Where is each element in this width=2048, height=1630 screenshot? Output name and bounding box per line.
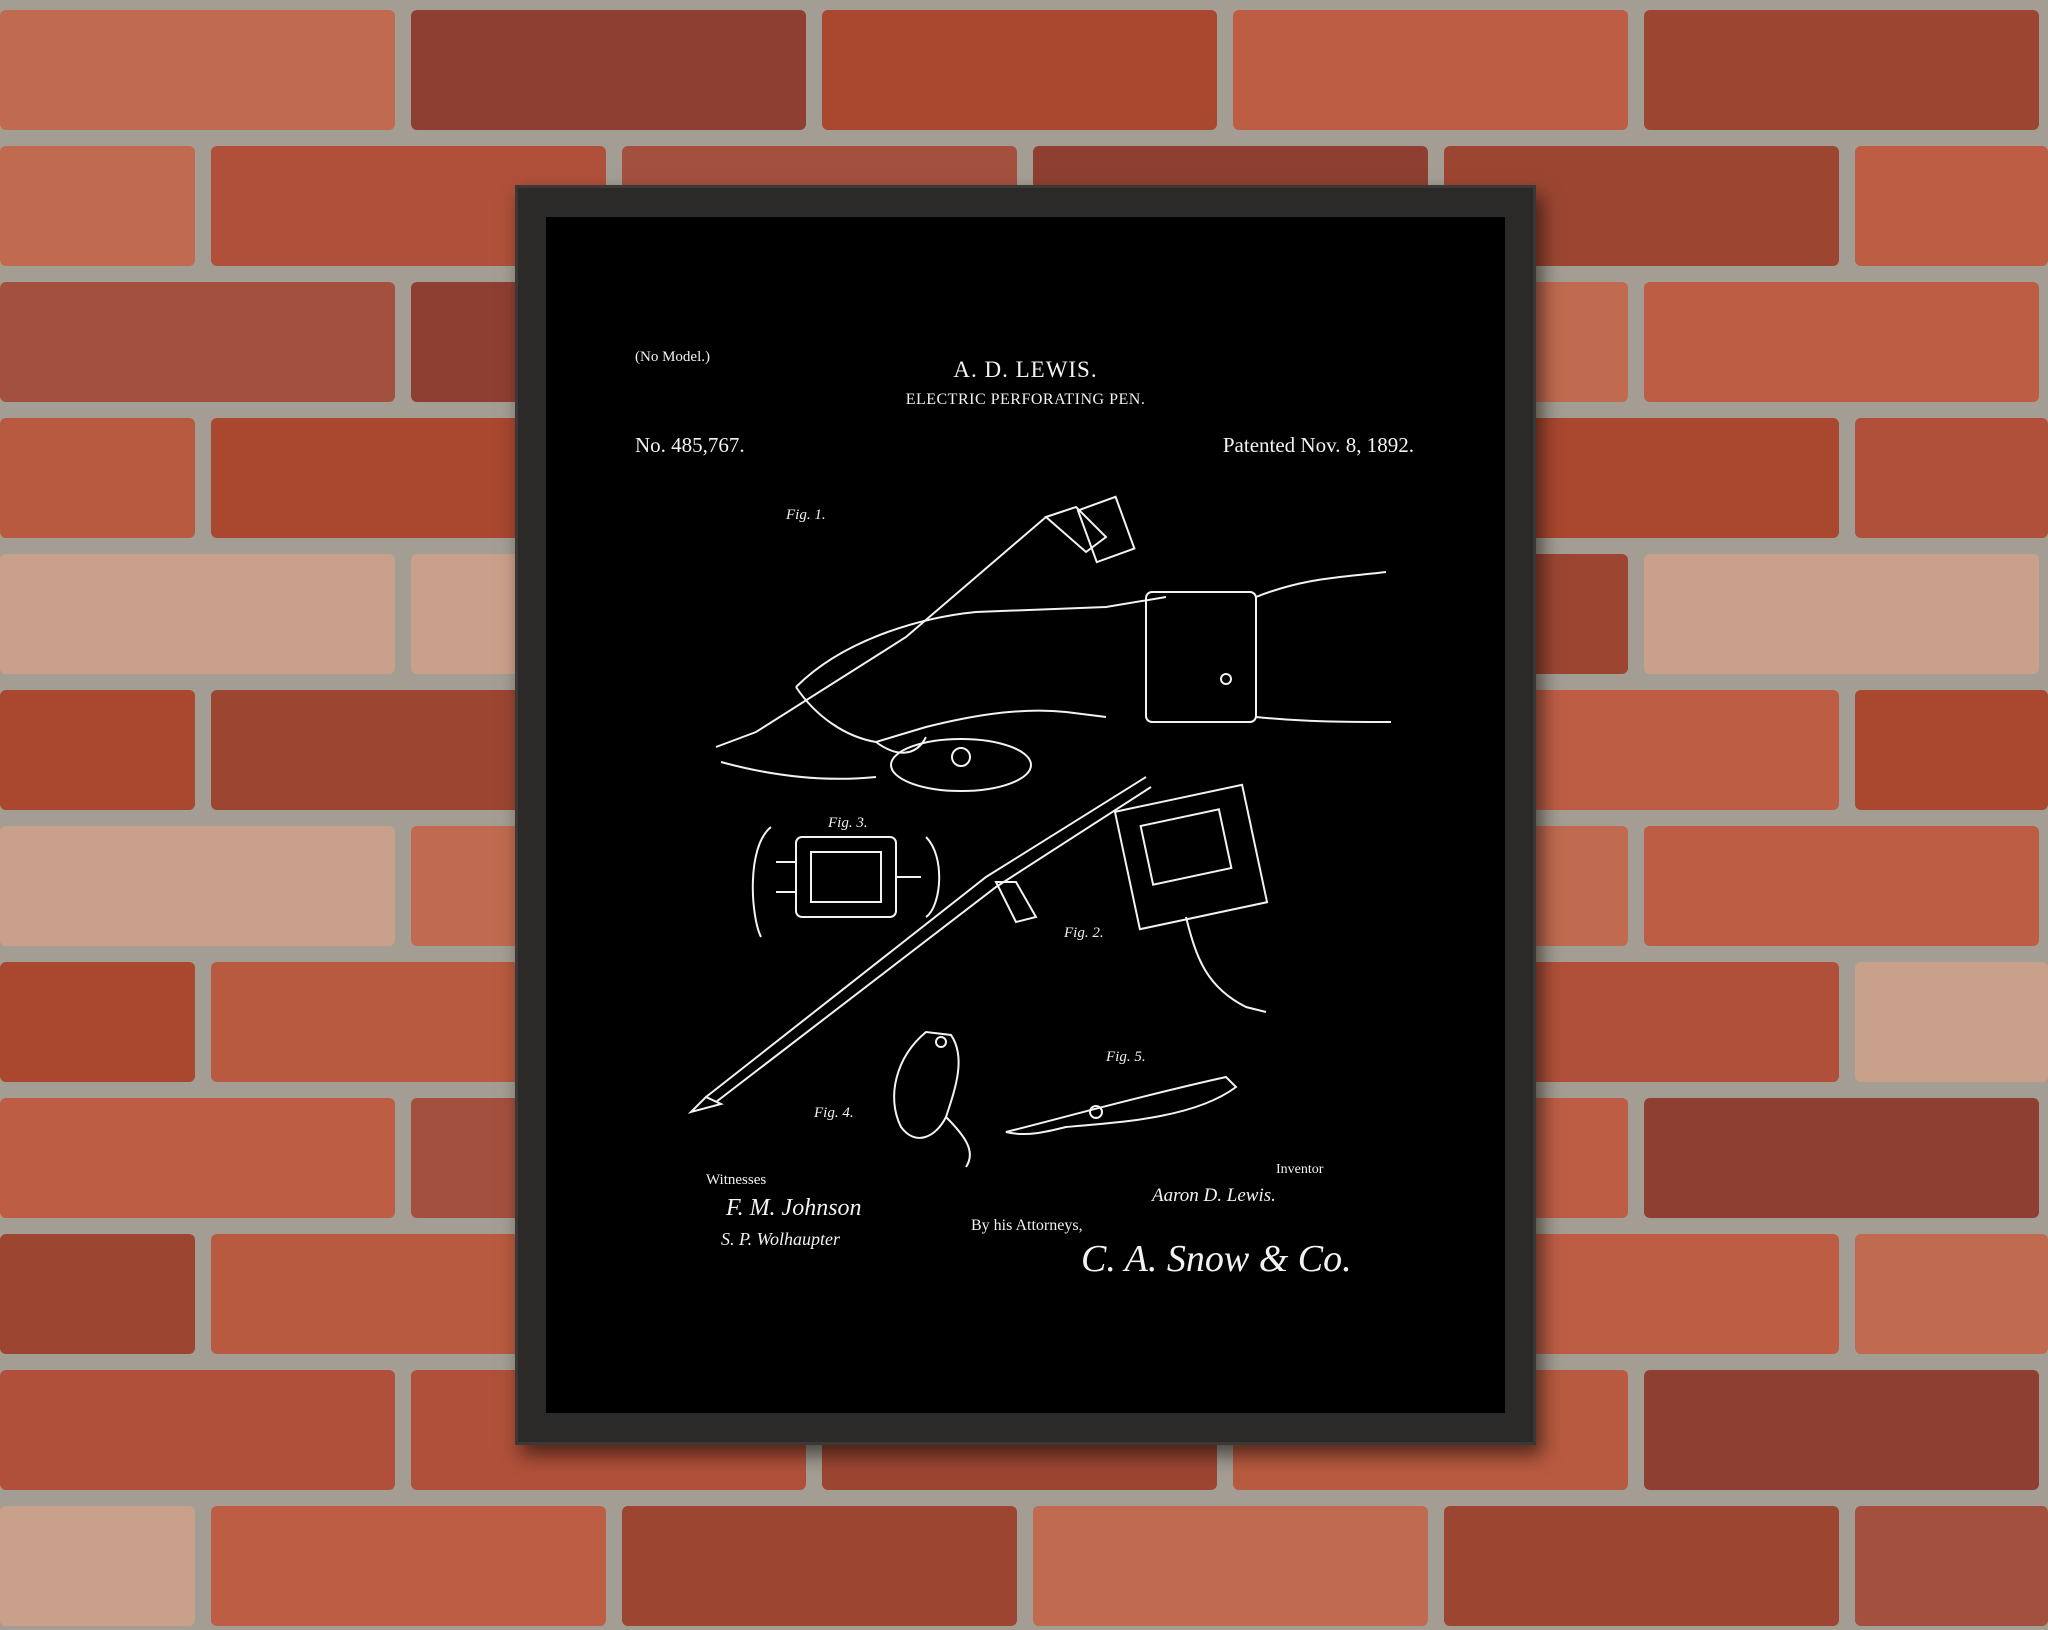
witnesses-label: Witnesses [706, 1172, 767, 1188]
brick [0, 10, 395, 130]
fig3-label: Fig. 3. [828, 815, 868, 831]
brick [1644, 1370, 2039, 1490]
brick [0, 1098, 395, 1218]
brick [1444, 1234, 1839, 1354]
brick [0, 690, 195, 810]
inventor-label: Inventor [1276, 1162, 1324, 1177]
witness-signature-1: F. M. Johnson [726, 1195, 862, 1221]
attorneys-label: By his Attorneys, [971, 1217, 1083, 1234]
patent-date: Patented Nov. 8, 1892. [1222, 433, 1414, 457]
fig3-coil-drawing [751, 826, 941, 938]
picture-frame: (No Model.) A. D. LEWIS. ELECTRIC PERFOR… [515, 185, 1536, 1445]
attorneys-signature: C. A. Snow & Co. [1081, 1238, 1352, 1280]
inventor-heading: A. D. LEWIS. [953, 357, 1098, 382]
brick [211, 1506, 606, 1626]
brick [0, 962, 195, 1082]
patent-number: No. 485,767. [635, 433, 745, 457]
brick [0, 826, 395, 946]
brick [0, 1234, 195, 1354]
brick [211, 1234, 606, 1354]
brick [1233, 10, 1628, 130]
brick [1855, 690, 2048, 810]
brick [1444, 690, 1839, 810]
brick [1444, 1506, 1839, 1626]
fig2-label: Fig. 2. [1064, 925, 1104, 941]
brick [0, 146, 195, 266]
brick [1644, 826, 2039, 946]
brick [1644, 282, 2039, 402]
fig1-label: Fig. 1. [786, 507, 826, 523]
brick [1444, 146, 1839, 266]
brick [1644, 1098, 2039, 1218]
brick [0, 1506, 195, 1626]
brick [822, 10, 1217, 130]
brick [211, 962, 606, 1082]
brick [1033, 1506, 1428, 1626]
brick [0, 418, 195, 538]
patent-drawing [687, 495, 1392, 1168]
brick [1855, 146, 2048, 266]
brick [1444, 418, 1839, 538]
fig2-pen-drawing [687, 776, 1269, 1114]
brick [1855, 1234, 2048, 1354]
brick [211, 418, 606, 538]
brick [0, 554, 395, 674]
inventor-signature: Aaron D. Lewis. [1152, 1185, 1276, 1206]
no-model-label: (No Model.) [635, 349, 710, 365]
brick [622, 1506, 1017, 1626]
fig5-nib-drawing [1005, 1075, 1238, 1136]
patent-title: ELECTRIC PERFORATING PEN. [905, 391, 1146, 408]
fig1-hand-pen-drawing [715, 495, 1392, 792]
brick [1855, 1506, 2048, 1626]
brick [1644, 554, 2039, 674]
brick [1644, 10, 2039, 130]
brick [211, 146, 606, 266]
brick [1444, 962, 1839, 1082]
fig4-clip-drawing [893, 1030, 971, 1168]
brick [1855, 418, 2048, 538]
patent-print: (No Model.) A. D. LEWIS. ELECTRIC PERFOR… [546, 217, 1505, 1413]
brick [0, 1370, 395, 1490]
brick [411, 10, 806, 130]
brick [0, 282, 395, 402]
brick [1855, 962, 2048, 1082]
fig4-label: Fig. 4. [814, 1105, 854, 1121]
witness-signature-2: S. P. Wolhaupter [721, 1229, 841, 1249]
brick [211, 690, 606, 810]
fig5-label: Fig. 5. [1106, 1049, 1146, 1065]
